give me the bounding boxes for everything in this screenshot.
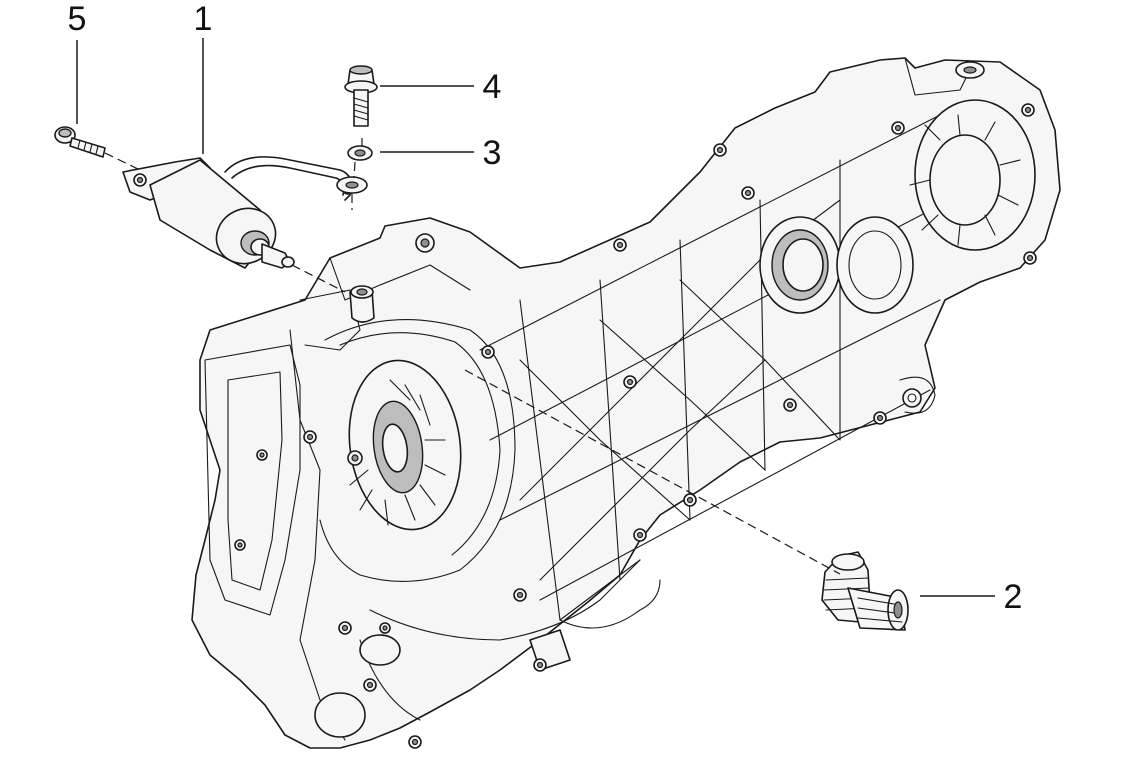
callout-1: 1: [194, 0, 213, 38]
flange-bolt-holes: [234, 103, 1037, 749]
screw: [54, 126, 106, 158]
callout-3: 3: [483, 134, 502, 172]
callout-leaders: [76, 38, 995, 597]
starter-motor: [122, 156, 355, 269]
bolt: [344, 65, 378, 127]
callout-4: 4: [483, 68, 502, 106]
starter-pinion-gear: [821, 551, 909, 631]
assembly-axis: [104, 138, 841, 575]
washer: [336, 145, 373, 194]
crankcase-housing: [191, 57, 1061, 749]
callout-5: 5: [68, 0, 87, 38]
callout-2: 2: [1004, 578, 1023, 616]
